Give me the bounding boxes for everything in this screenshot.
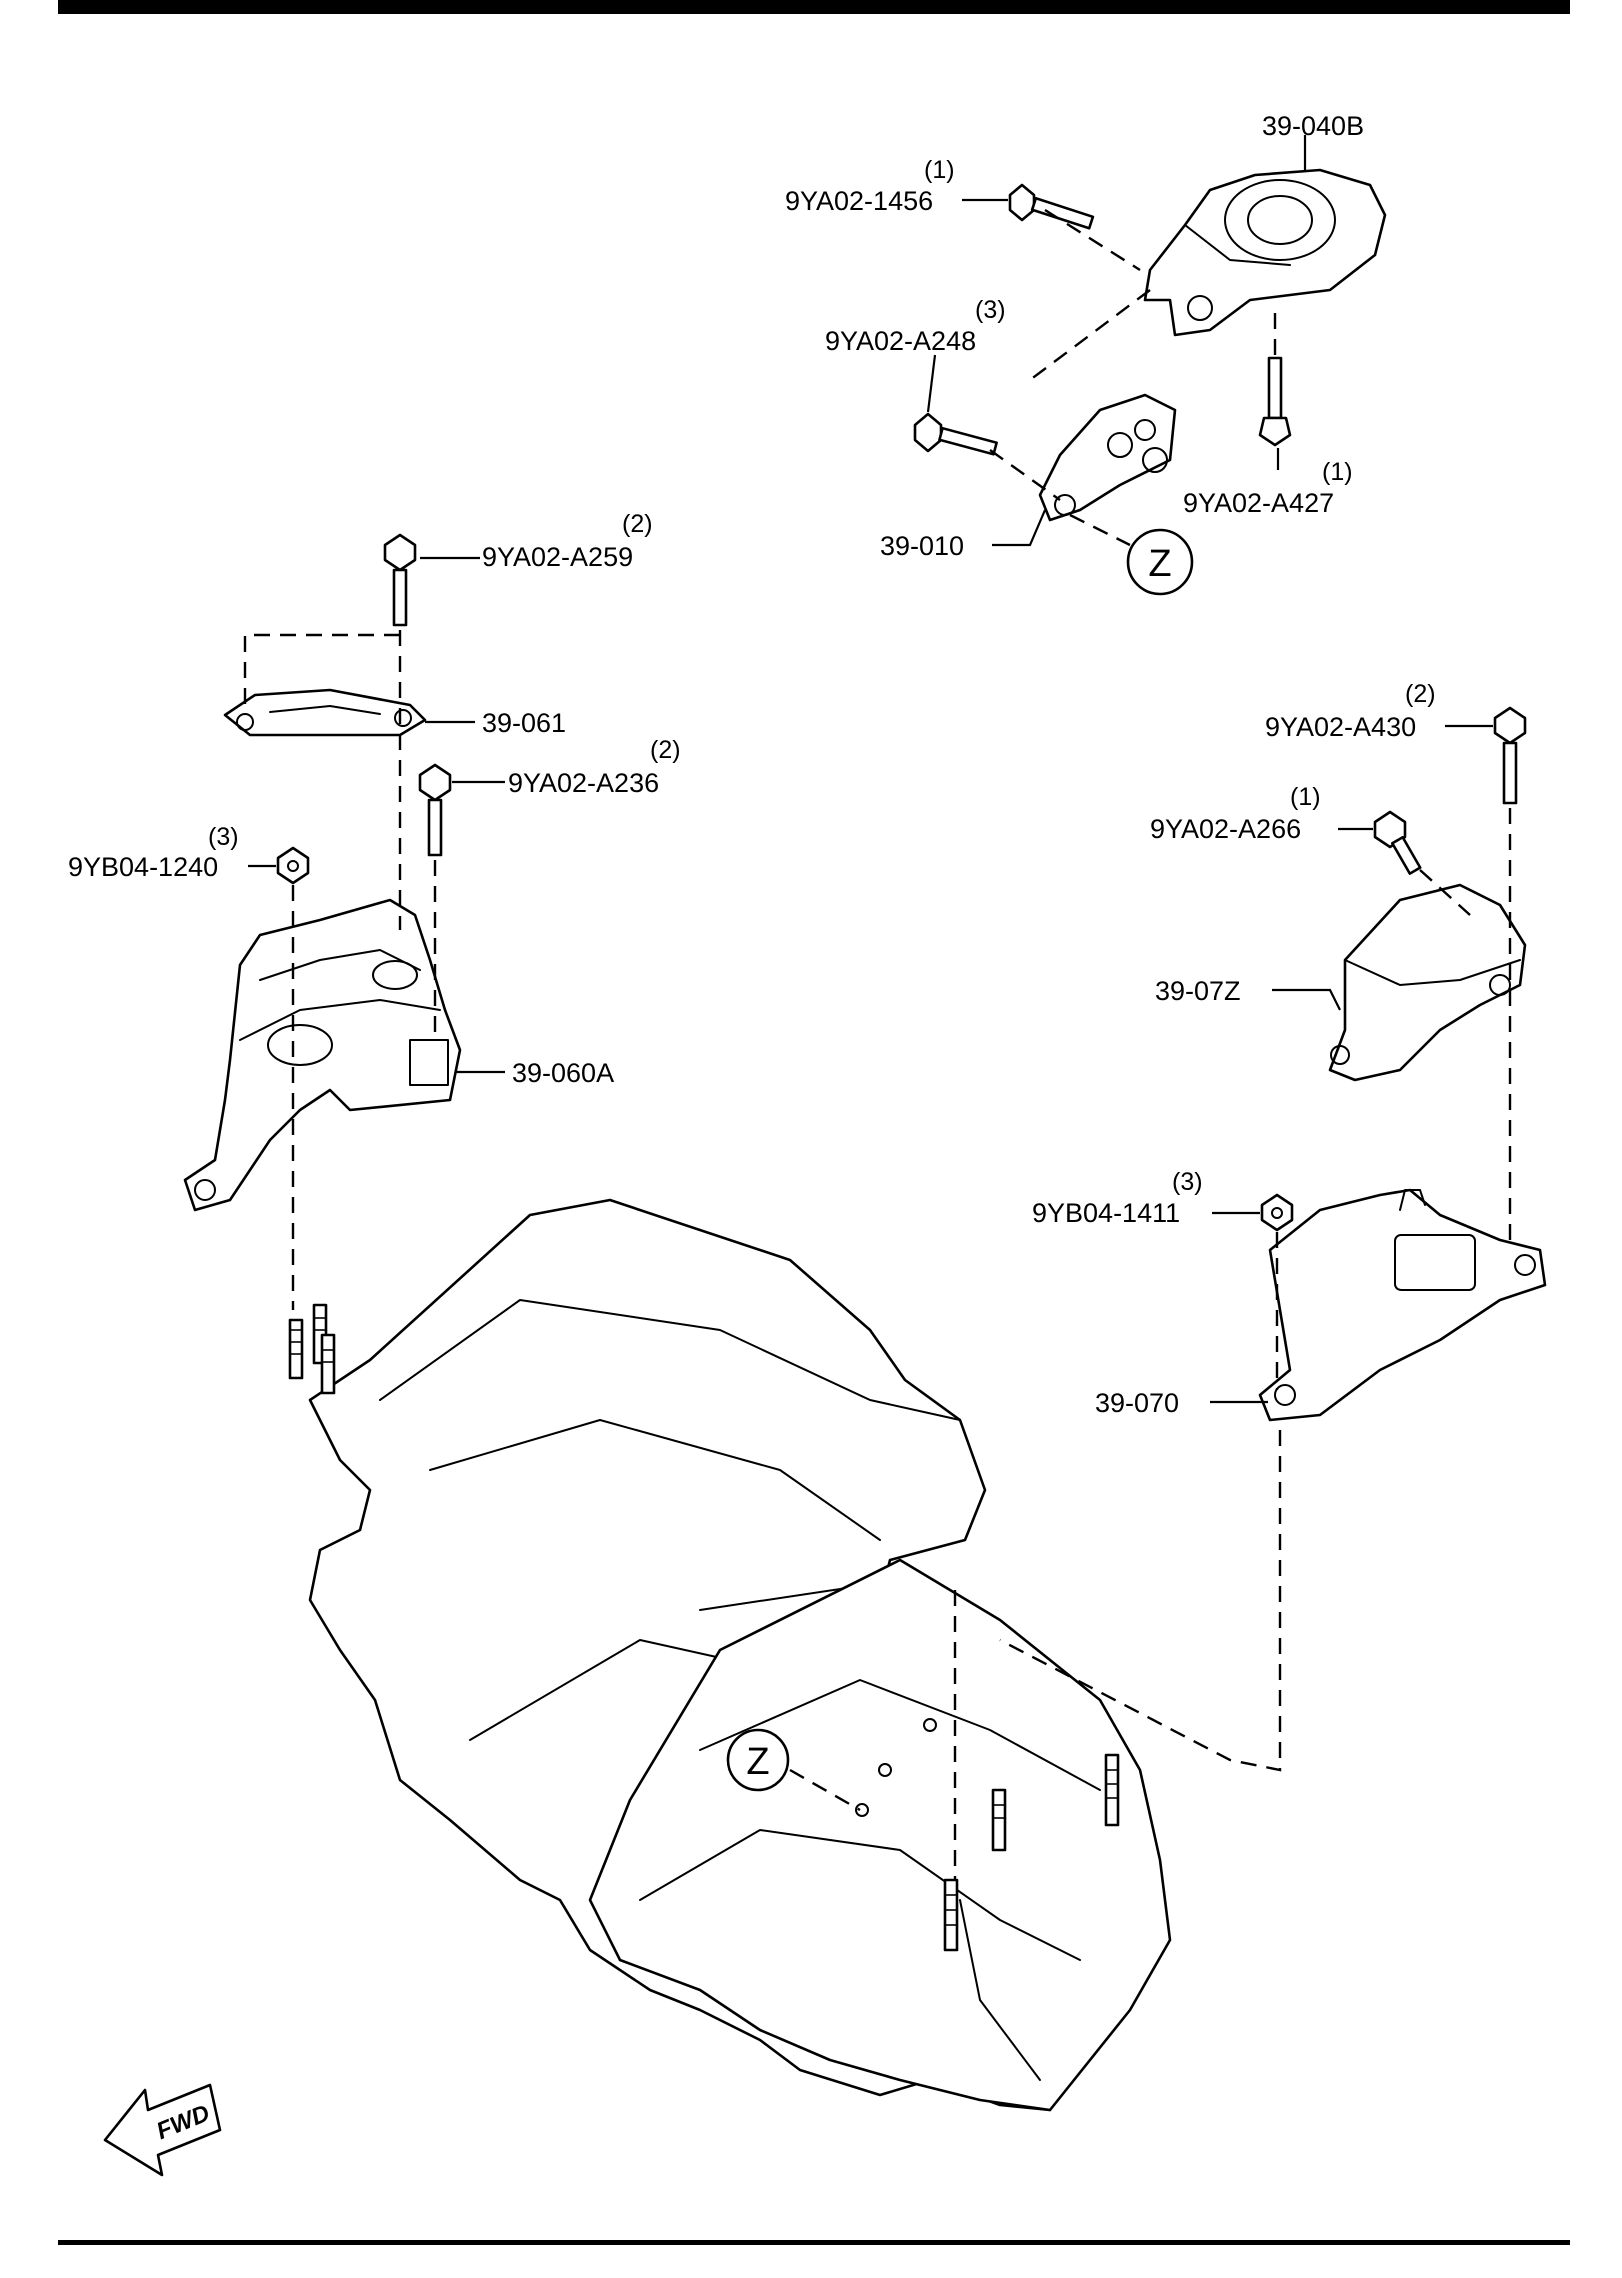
bottom-border-bar (58, 2240, 1570, 2245)
bolt-9YA02-A430 (1493, 706, 1527, 805)
bracket-39-010 (1038, 393, 1177, 522)
z-marker-lower: Z (726, 1728, 790, 1792)
rear-mount-39-040B (1143, 168, 1387, 337)
label-9YA02-A259: 9YA02-A259 (482, 542, 633, 572)
qty-9YA02-A259: (2) (622, 510, 653, 538)
bolt-9YA02-A427 (1258, 356, 1292, 447)
label-9YA02-1456: 9YA02-1456 (785, 186, 933, 216)
z-marker-upper: Z (1126, 528, 1194, 596)
leader-lines (248, 135, 1493, 1404)
label-39-070: 39-070 (1095, 1388, 1179, 1418)
bolt-9YA02-1456 (1008, 183, 1095, 230)
transmission-studs (943, 1753, 1120, 1952)
label-9YA02-A430: 9YA02-A430 (1265, 712, 1416, 742)
label-9YA02-A248: 9YA02-A248 (825, 326, 976, 356)
svg-text:Z: Z (1148, 543, 1171, 585)
qty-9YA02-A266: (1) (1290, 783, 1321, 811)
qty-9YA02-A430: (2) (1405, 680, 1436, 708)
label-39-060A: 39-060A (512, 1058, 614, 1088)
label-9YA02-A266: 9YA02-A266 (1150, 814, 1301, 844)
nut-9YB04-1411 (1260, 1193, 1294, 1232)
label-9YB04-1411: 9YB04-1411 (1032, 1198, 1180, 1228)
label-39-07Z: 39-07Z (1155, 976, 1241, 1006)
bolt-9YA02-A248 (913, 412, 998, 456)
bolt-9YA02-A236 (418, 763, 452, 857)
bolt-9YA02-A259 (383, 533, 417, 627)
left-mount-39-060A (183, 898, 462, 1212)
label-9YB04-1240: 9YB04-1240 (68, 852, 218, 882)
engine-studs-left (288, 1303, 336, 1395)
engine-transmission-assembly (288, 1198, 1172, 2112)
qty-9YA02-1456: (1) (924, 156, 955, 184)
qty-9YB04-1240: (3) (208, 823, 239, 851)
qty-9YA02-A236: (2) (650, 736, 681, 764)
qty-9YA02-A248: (3) (975, 296, 1006, 324)
nut-9YB04-1240 (276, 846, 310, 885)
part-labels: 39-040B (1) 9YA02-1456 (3) 9YA02-A248 (1… (68, 111, 1436, 1418)
assembly-dashed-lines (243, 208, 1512, 1880)
svg-text:Z: Z (746, 1741, 769, 1783)
label-9YA02-A427: 9YA02-A427 (1183, 488, 1334, 518)
qty-9YA02-A427: (1) (1322, 458, 1353, 486)
plate-39-061 (223, 688, 427, 737)
label-39-061: 39-061 (482, 708, 566, 738)
fwd-direction-arrow: FWD (103, 2083, 222, 2177)
label-39-010: 39-010 (880, 531, 964, 561)
label-39-040B: 39-040B (1262, 111, 1364, 141)
qty-9YB04-1411: (3) (1172, 1168, 1203, 1196)
label-9YA02-A236: 9YA02-A236 (508, 768, 659, 798)
top-border-bar (58, 0, 1570, 14)
bracket-39-07Z (1328, 883, 1527, 1082)
bolt-9YA02-A266 (1373, 810, 1422, 875)
right-mount-39-070 (1258, 1188, 1547, 1422)
